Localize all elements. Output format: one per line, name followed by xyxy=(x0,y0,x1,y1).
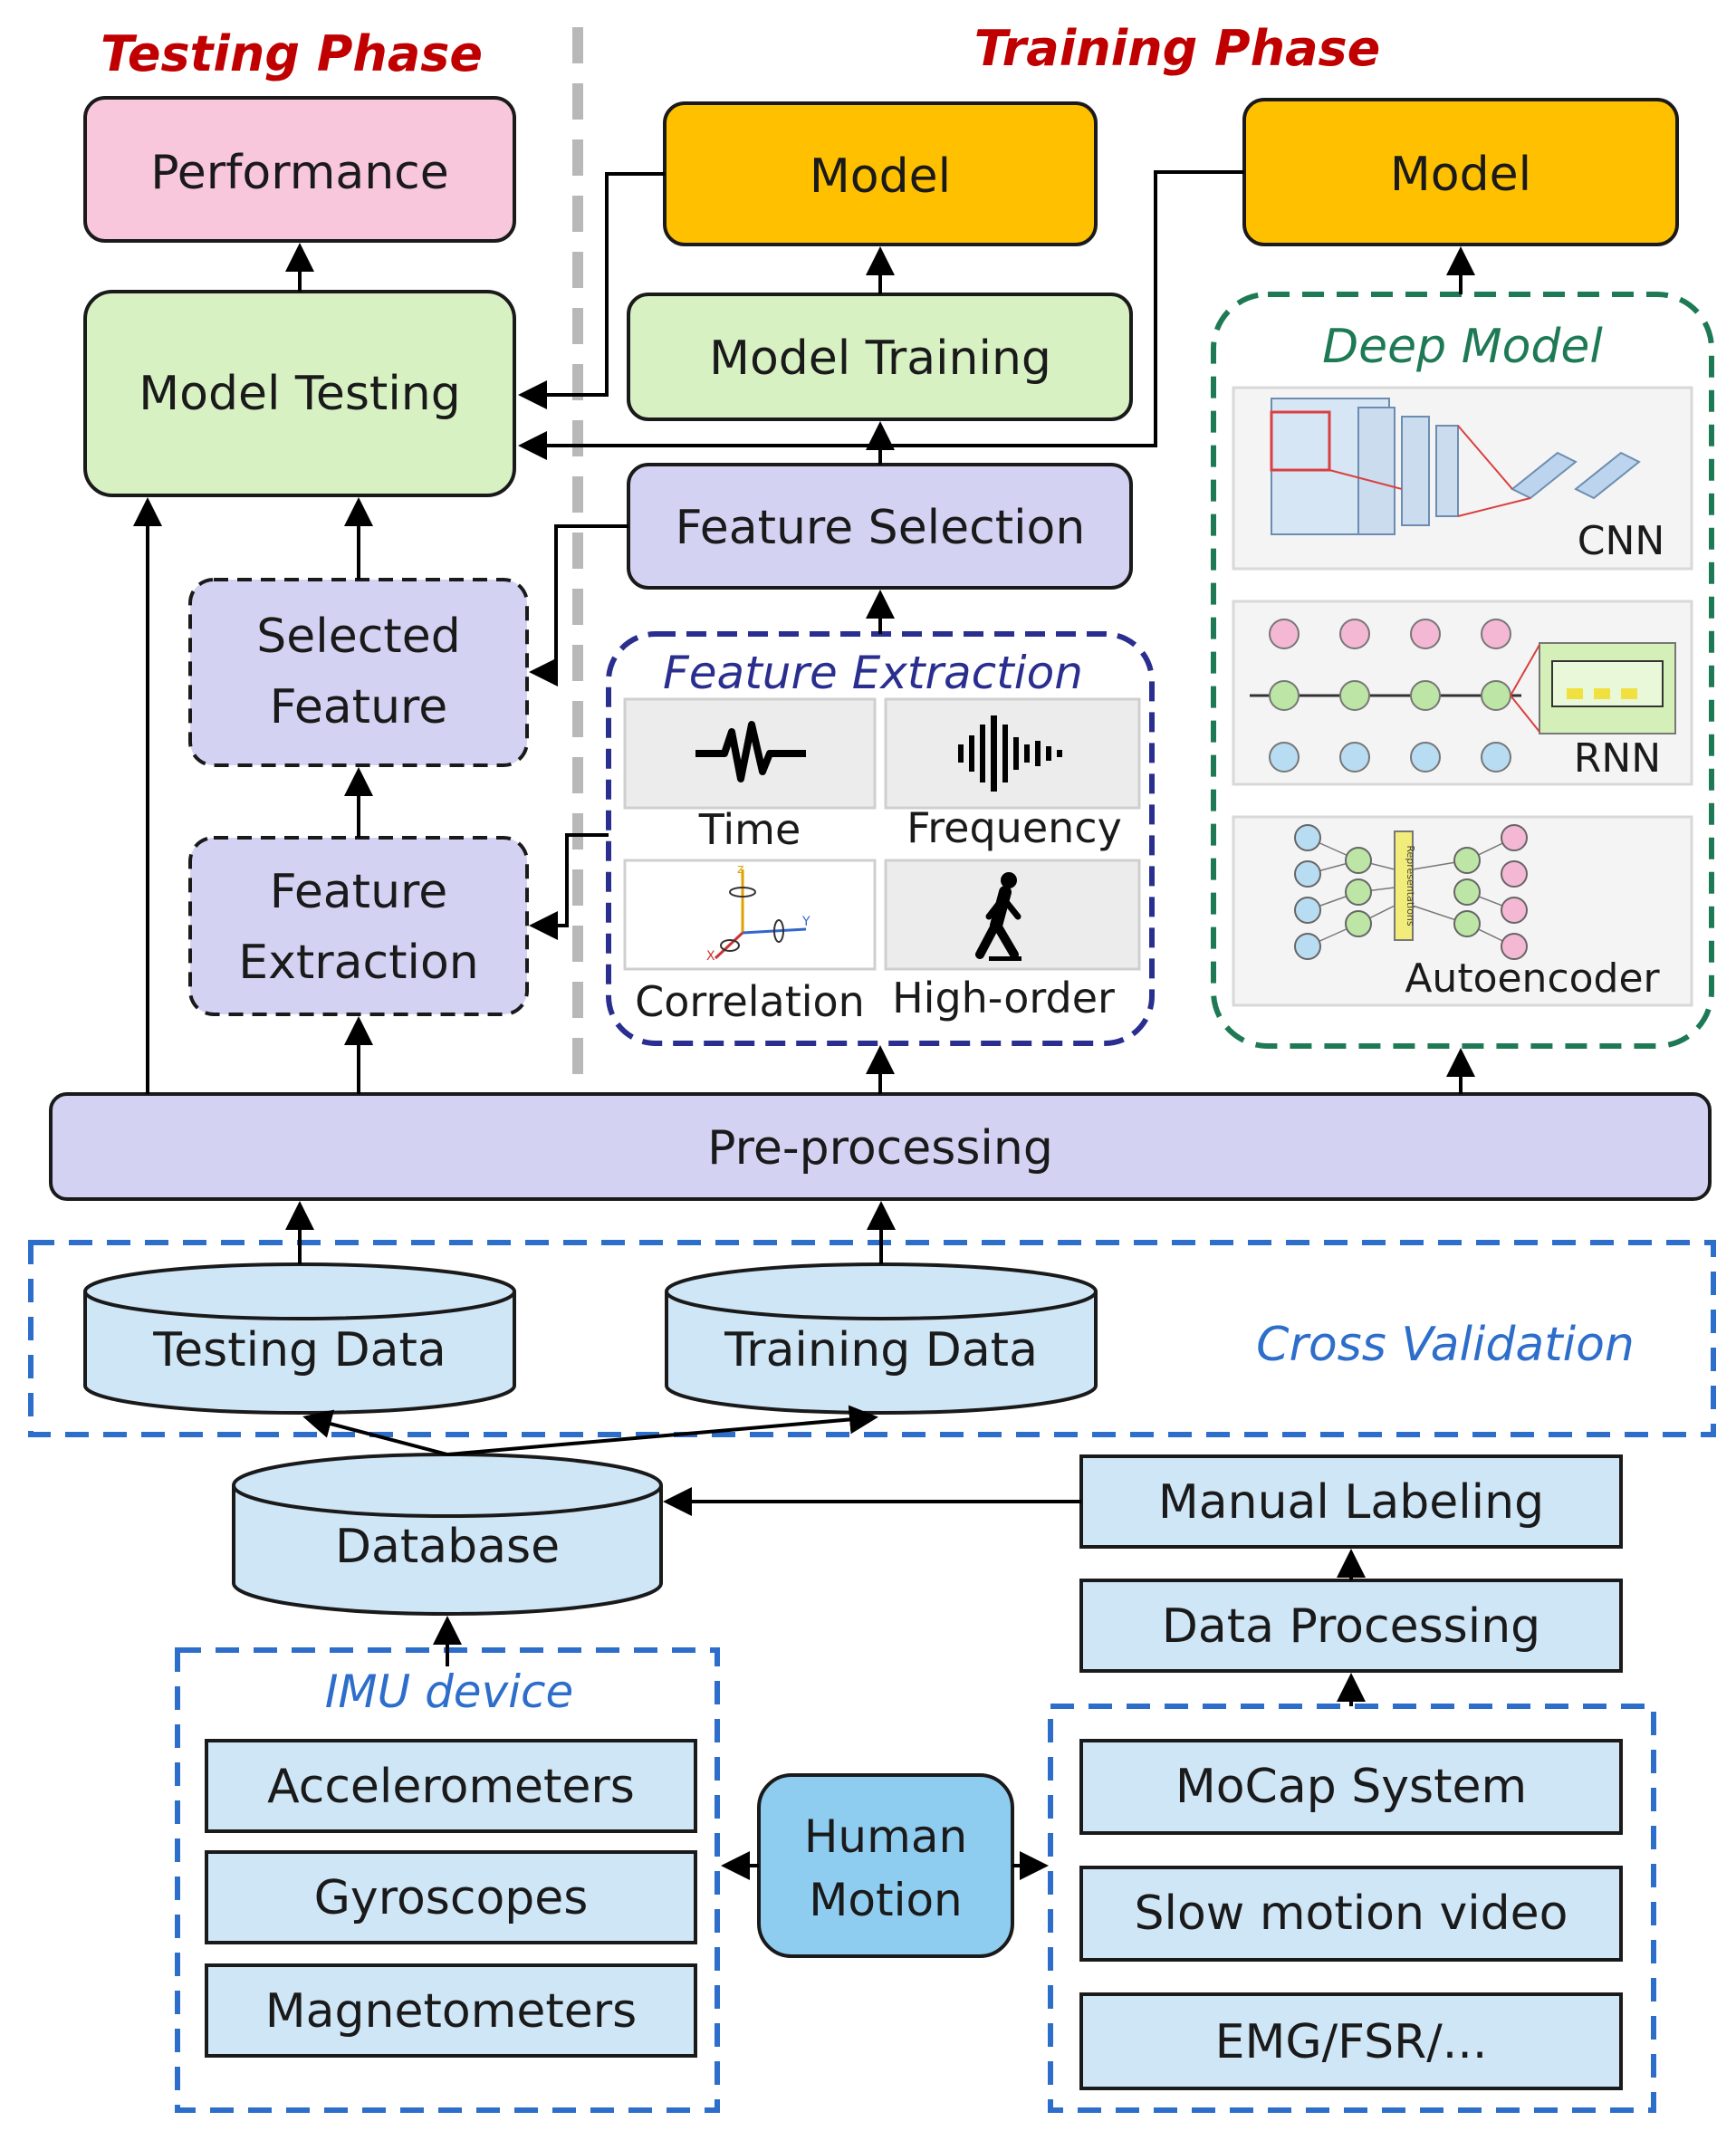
imu-device-title: IMU device xyxy=(325,1665,574,1718)
slow-motion-video-label: Slow motion video xyxy=(1135,1886,1568,1941)
performance-label: Performance xyxy=(150,146,449,200)
autoencoder-label: Autoencoder xyxy=(1405,955,1660,1002)
cnn-label: CNN xyxy=(1578,518,1665,564)
feature-extraction-test-label-1: Feature xyxy=(270,865,448,919)
frequency-label: Frequency xyxy=(906,803,1122,852)
model-training-label: Model Training xyxy=(709,331,1051,386)
axes-rotation-icon: z Y X xyxy=(706,862,810,964)
svg-text:z: z xyxy=(737,862,743,877)
correlation-tile xyxy=(623,859,877,971)
training-data-label: Training Data xyxy=(724,1323,1038,1377)
selected-feature-label-1: Selected xyxy=(256,610,460,664)
slow-motion-video-box xyxy=(1079,1866,1623,1962)
accelerometers-box xyxy=(205,1739,697,1833)
selected-feature-box xyxy=(188,578,529,767)
testing-phase-header: Testing Phase xyxy=(101,25,483,82)
gyroscopes-label: Gyroscopes xyxy=(314,1871,589,1925)
autoencoder-illustration-icon: Representations xyxy=(1294,824,1528,960)
high-order-label: High-order xyxy=(892,974,1115,1022)
training-phase-header: Training Phase xyxy=(974,20,1381,77)
magnetometers-box xyxy=(205,1963,697,2058)
time-label: Time xyxy=(698,805,801,854)
walking-person-icon xyxy=(975,872,1021,961)
accelerometers-label: Accelerometers xyxy=(267,1760,635,1814)
testing-data-cylinder xyxy=(83,1262,516,1415)
svg-text:X: X xyxy=(706,949,715,964)
rnn-illustration-icon xyxy=(1250,619,1676,773)
human-motion-label-2: Motion xyxy=(809,1874,963,1926)
model-testing-label: Model Testing xyxy=(139,367,460,421)
feature-extraction-group-title: Feature Extraction xyxy=(663,647,1083,699)
testing-data-label: Testing Data xyxy=(152,1323,446,1377)
autoencoder-bar-text: Representations xyxy=(1405,845,1416,926)
data-processing-label: Data Processing xyxy=(1162,1599,1540,1654)
frequency-tile xyxy=(884,697,1141,810)
mocap-system-box xyxy=(1079,1739,1623,1835)
svg-text:Y: Y xyxy=(801,915,810,929)
model-right-label: Model xyxy=(1390,148,1531,202)
cross-validation-group xyxy=(28,1240,1716,1437)
time-tile xyxy=(623,697,877,810)
selected-feature-label-2: Feature xyxy=(270,680,448,734)
connector-arrows xyxy=(133,170,1475,1880)
data-processing-box xyxy=(1079,1579,1623,1673)
manual-labeling-box xyxy=(1079,1454,1623,1549)
deep-model-title: Deep Model xyxy=(1322,320,1603,374)
feature-extraction-test-label-2: Extraction xyxy=(238,936,478,990)
gyroscopes-box xyxy=(205,1850,697,1944)
mocap-system-label: MoCap System xyxy=(1175,1760,1527,1814)
time-waveform-icon xyxy=(695,721,806,782)
model-left-label: Model xyxy=(810,149,951,204)
emg-fsr-label: EMG/FSR/... xyxy=(1215,2015,1488,2069)
cnn-illustration-icon xyxy=(1270,398,1641,535)
rnn-label: RNN xyxy=(1574,735,1661,782)
correlation-label: Correlation xyxy=(635,977,865,1026)
feature-selection-label: Feature Selection xyxy=(676,501,1086,555)
reference-system-group xyxy=(1048,1704,1656,2113)
cross-validation-title: Cross Validation xyxy=(1256,1318,1635,1372)
human-motion-box xyxy=(757,1773,1014,1958)
emg-fsr-box xyxy=(1079,1992,1623,2090)
preprocessing-label: Pre-processing xyxy=(707,1121,1053,1176)
human-motion-label-1: Human xyxy=(804,1810,967,1863)
frequency-bars-icon xyxy=(958,715,1062,792)
manual-labeling-label: Manual Labeling xyxy=(1158,1475,1544,1530)
database-label: Database xyxy=(335,1520,560,1574)
performance-box xyxy=(83,96,516,243)
magnetometers-label: Magnetometers xyxy=(265,1984,637,2039)
